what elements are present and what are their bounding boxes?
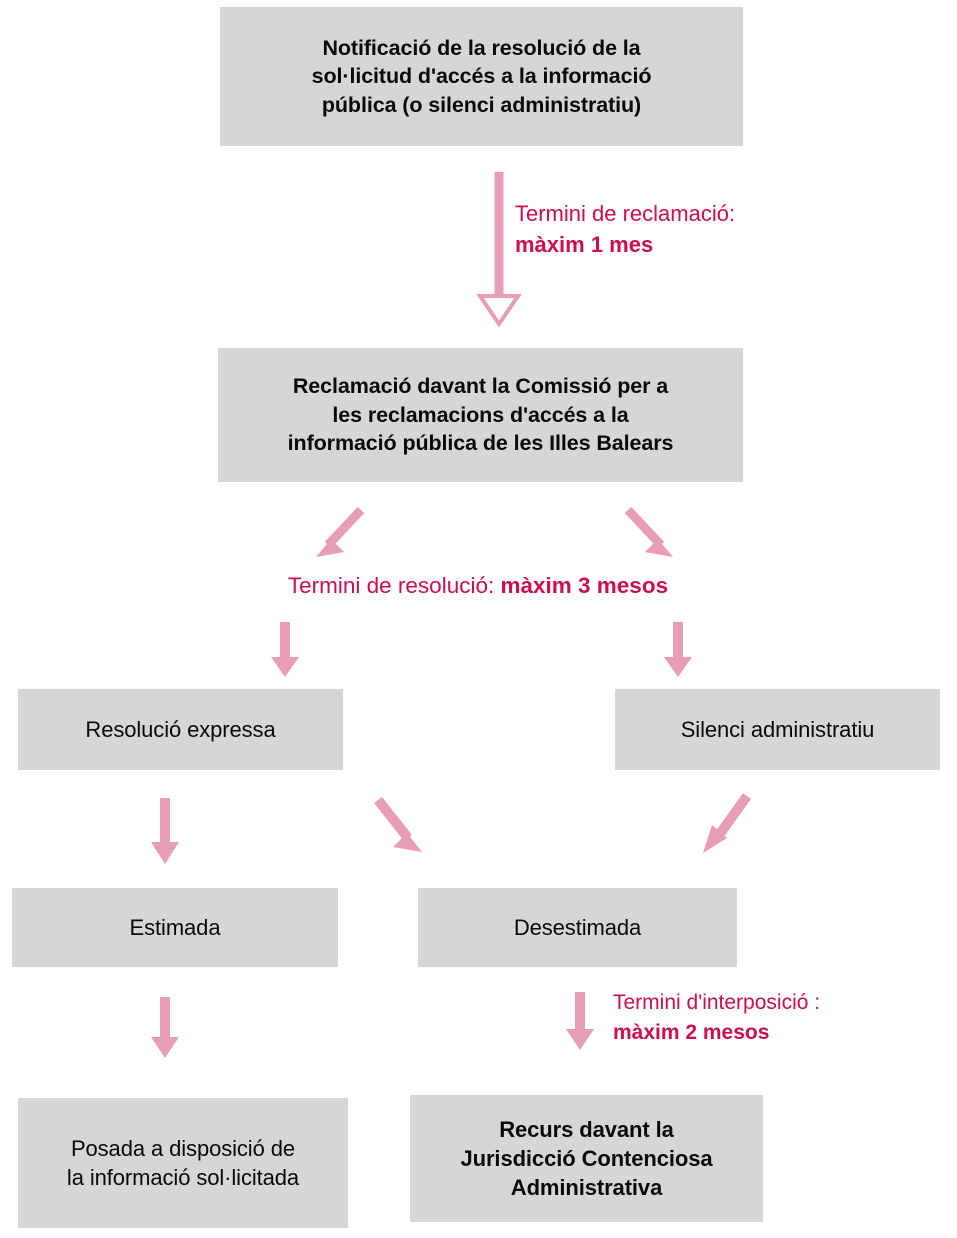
node-line: Resolució expressa bbox=[85, 716, 276, 742]
node-silenci-administratiu[interactable]: Silenci administratiu bbox=[615, 689, 940, 770]
node-line: pública (o silenci administratiu) bbox=[321, 92, 642, 117]
node-line: informació pública de les Illes Balears bbox=[287, 431, 674, 456]
node-posada-disposicio[interactable]: Posada a disposició de la informació sol… bbox=[18, 1098, 348, 1228]
node-line: Desestimada bbox=[513, 914, 642, 940]
arrow-reclamacio-down-right bbox=[624, 506, 673, 557]
arrow-desestimada-to-recurs bbox=[566, 992, 594, 1050]
node-reclamacio-text: Reclamació davant la Comissió per a les … bbox=[288, 372, 674, 458]
label-bold-text: màxim 1 mes bbox=[515, 232, 654, 258]
node-reclamacio[interactable]: Reclamació davant la Comissió per a les … bbox=[218, 348, 743, 482]
arrow-to-resolucio-expressa bbox=[271, 622, 299, 677]
label-termini-reclamacio: Termini de reclamació: màxim 1 mes bbox=[515, 198, 735, 260]
node-recurs-jurisdiccio[interactable]: Recurs davant la Jurisdicció Contenciosa… bbox=[410, 1095, 763, 1222]
label-bold-text: màxim 2 mesos bbox=[613, 1020, 770, 1044]
label-normal-text: Termini de resolució: bbox=[287, 573, 501, 598]
node-posada-text: Posada a disposició de la informació sol… bbox=[67, 1134, 299, 1193]
arrow-notificacio-to-reclamacio bbox=[476, 172, 522, 328]
node-line: la informació sol·licitada bbox=[66, 1165, 300, 1190]
arrow-to-silenci-administratiu bbox=[664, 622, 692, 677]
node-line: Recurs davant la bbox=[499, 1116, 674, 1142]
label-termini-resolucio: Termini de resolució: màxim 3 mesos bbox=[228, 570, 728, 602]
node-recurs-text: Recurs davant la Jurisdicció Contenciosa… bbox=[461, 1115, 713, 1203]
label-bold-text: màxim 3 mesos bbox=[500, 573, 669, 598]
node-line: Notificació de la resolució de la bbox=[322, 35, 641, 60]
arrow-resolucio-to-desestimada bbox=[374, 796, 422, 852]
node-line: sol·licitud d'accés a la informació bbox=[311, 64, 652, 89]
label-termini-interposicio: Termini d'interposició : màxim 2 mesos bbox=[613, 988, 820, 1048]
node-notificacio[interactable]: Notificació de la resolució de la sol·li… bbox=[220, 7, 743, 146]
node-line: Reclamació davant la Comissió per a bbox=[292, 374, 669, 399]
arrow-silenci-to-desestimada bbox=[703, 793, 752, 853]
node-estimada[interactable]: Estimada bbox=[12, 888, 338, 967]
node-notificacio-text: Notificació de la resolució de la sol·li… bbox=[312, 34, 652, 120]
node-line: Silenci administratiu bbox=[680, 716, 875, 742]
node-line: les reclamacions d'accés a la bbox=[332, 402, 629, 427]
node-resolucio-expressa[interactable]: Resolució expressa bbox=[18, 689, 343, 770]
label-normal-text: Termini de reclamació: bbox=[515, 201, 736, 226]
arrow-estimada-to-posada bbox=[151, 997, 179, 1058]
node-line: Estimada bbox=[129, 914, 221, 940]
node-line: Administrativa bbox=[510, 1175, 663, 1201]
node-line: Posada a disposició de bbox=[70, 1135, 296, 1161]
arrow-resolucio-to-estimada bbox=[151, 798, 179, 864]
label-normal-text: Termini d'interposició : bbox=[613, 991, 821, 1014]
node-line: Jurisdicció Contenciosa bbox=[460, 1145, 713, 1171]
arrow-reclamacio-down-left bbox=[316, 506, 365, 557]
node-desestimada[interactable]: Desestimada bbox=[418, 888, 737, 967]
